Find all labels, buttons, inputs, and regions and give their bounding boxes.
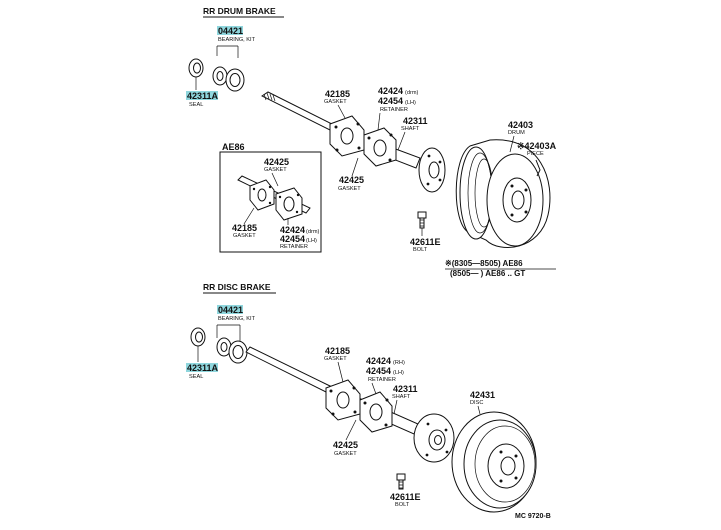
- inset-retainer-number-1[interactable]: 42424: [280, 225, 305, 235]
- disc-bearing-kit-description: BEARING, KIT: [218, 316, 256, 322]
- disc-seal-description: SEAL: [189, 374, 203, 380]
- disc-bearing-kit-number[interactable]: 04421: [218, 305, 243, 315]
- disc-seal-number[interactable]: 42311A: [187, 363, 219, 373]
- drum-bolt-part: [417, 211, 427, 229]
- disc-bolt-part: [396, 473, 406, 490]
- disc-shaft-description: SHAFT: [392, 394, 411, 400]
- disc-rotor-leader: [477, 405, 481, 415]
- inset-gasket-description: GASKET: [264, 167, 287, 173]
- brake-drum-part: [455, 139, 551, 248]
- drum-retainer-number-1[interactable]: 42424: [378, 86, 403, 96]
- disc-bearing-kit-leader: [216, 324, 241, 342]
- disc-retainer-suffix-1: (RH): [393, 360, 405, 366]
- drum-seal-highlight: [186, 91, 218, 100]
- drum-retainer-leader: [377, 112, 381, 131]
- footnote-line-2: (8505— ) AE86 .. GT: [450, 269, 525, 278]
- disc-seal-highlight: [186, 363, 218, 372]
- drum-bearing-kit-leader: [216, 45, 239, 58]
- disc-retainer-number-2[interactable]: 42454: [366, 366, 391, 376]
- disc-gasket2-leader: [345, 419, 357, 441]
- drum-shaft-number[interactable]: 42311: [403, 116, 428, 126]
- inset-gasket2-description: GASKET: [233, 233, 256, 239]
- disc-rotor-description: DISC: [470, 400, 483, 406]
- drum-section-title: RR DRUM BRAKE: [203, 6, 276, 16]
- disc-gasket-leader: [337, 361, 344, 383]
- drum-shaft-leader: [397, 131, 406, 151]
- inset-retainer-part: [275, 187, 303, 221]
- disc-shaft-number[interactable]: 42311: [393, 384, 418, 394]
- disc-hub-flange: [413, 413, 455, 463]
- disc-gasket2-description: GASKET: [334, 451, 357, 457]
- inset-gasket-number[interactable]: 42425: [264, 157, 289, 167]
- disc-retainer-suffix-2: (LH): [393, 370, 404, 376]
- drum-gasket2-description: GASKET: [338, 186, 361, 192]
- disc-retainer-number-1[interactable]: 42424: [366, 356, 391, 366]
- drum-seal-description: SEAL: [189, 102, 203, 108]
- drum-gasket2-leader: [351, 157, 359, 177]
- drum-piece-part: [535, 159, 541, 177]
- disc-retainer-leader: [371, 382, 377, 395]
- drum-retainer-description: RETAINER: [380, 107, 408, 113]
- disc-gasket2-number[interactable]: 42425: [333, 440, 358, 450]
- drum-number[interactable]: 42403: [508, 120, 533, 130]
- disc-bearing-kit-highlight: [217, 305, 243, 314]
- drum-gasket-part: [329, 115, 365, 157]
- drum-bolt-description: BOLT: [413, 247, 428, 253]
- drum-bolt-number[interactable]: 42611E: [410, 237, 441, 247]
- drum-piece-number[interactable]: ※42403A: [517, 141, 557, 151]
- drum-description: DRUM: [508, 130, 525, 136]
- inset-retainer-suffix-2: (LH): [306, 238, 317, 244]
- drum-retainer-suffix-1: (drm): [405, 90, 418, 96]
- inset-gasket2-leader: [243, 207, 255, 225]
- footnote-line-1: ※(8305—8505) AE86: [445, 259, 523, 268]
- inset-retainer-description: RETAINER: [280, 244, 308, 250]
- disc-bearing-part: [216, 337, 248, 364]
- disc-rotor-number[interactable]: 42431: [470, 390, 495, 400]
- disc-bolt-number[interactable]: 42611E: [390, 492, 421, 502]
- drum-bearing-kit-description: BEARING, KIT: [218, 37, 256, 43]
- disc-gasket-part: [325, 379, 361, 421]
- drum-piece-description: PIECE: [527, 151, 544, 157]
- inset-retainer-suffix-1: (drm): [306, 229, 319, 235]
- ae86-inset-box: [219, 151, 322, 253]
- drum-seal-number[interactable]: 42311A: [187, 91, 219, 101]
- disc-shaft-leader: [393, 399, 398, 415]
- disc-retainer-part: [359, 391, 393, 433]
- disc-seal-part: [190, 327, 206, 347]
- drum-shaft-description: SHAFT: [401, 126, 420, 132]
- inset-retainer-number-2[interactable]: 42454: [280, 234, 305, 244]
- drum-bearing-kit-number[interactable]: 04421: [218, 26, 243, 36]
- drum-bearing-part: [212, 66, 245, 92]
- inset-gasket2-number[interactable]: 42185: [232, 223, 257, 233]
- drum-gasket-leader: [337, 104, 346, 119]
- disc-gasket-description: GASKET: [324, 356, 347, 362]
- drum-hub-flange: [418, 147, 446, 193]
- drum-gasket-number[interactable]: 42185: [325, 89, 350, 99]
- drum-retainer-part: [363, 127, 397, 167]
- drum-retainer-number-2[interactable]: 42454: [378, 96, 403, 106]
- drum-leader: [509, 135, 515, 153]
- drum-gasket2-number[interactable]: 42425: [339, 175, 364, 185]
- drum-seal-part: [188, 58, 204, 78]
- figure-code: MC 9720-B: [515, 513, 551, 520]
- disc-retainer-description: RETAINER: [368, 377, 396, 383]
- disc-gasket-number[interactable]: 42185: [325, 346, 350, 356]
- drum-gasket-description: GASKET: [324, 99, 347, 105]
- drum-retainer-suffix-2: (LH): [405, 100, 416, 106]
- brake-disc-rotor-part: [451, 411, 537, 513]
- disc-section-title: RR DISC BRAKE: [203, 282, 271, 292]
- ae86-inset-title: AE86: [222, 142, 245, 152]
- inset-gasket-leader: [271, 172, 279, 187]
- drum-bearing-kit-highlight: [217, 26, 243, 35]
- inset-gasket-part: [249, 179, 275, 211]
- disc-bolt-description: BOLT: [395, 502, 410, 508]
